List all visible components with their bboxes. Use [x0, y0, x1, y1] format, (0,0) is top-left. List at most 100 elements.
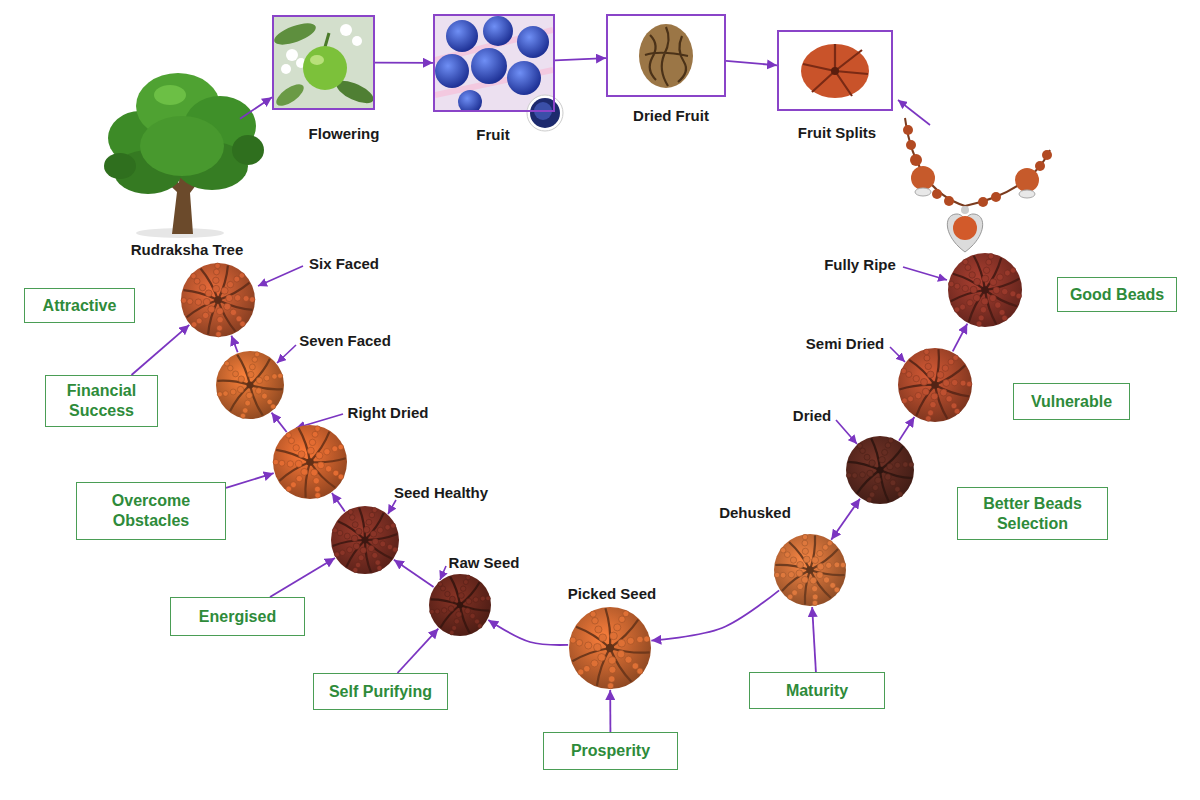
bead-outline: [568, 606, 652, 690]
bead-bump: [181, 298, 187, 304]
bead-bump: [355, 562, 360, 567]
bead-bump: [982, 275, 989, 282]
flow-arrow: [240, 97, 272, 119]
bead-groove: [310, 462, 335, 488]
bead-bump: [216, 308, 223, 315]
bead-bump: [287, 461, 293, 467]
bead-bump: [454, 619, 459, 624]
bead-bump: [441, 586, 446, 591]
bead-bump: [1010, 268, 1016, 274]
bead-bump: [240, 321, 246, 327]
bead-outline: [272, 424, 348, 500]
bead-bump: [191, 273, 197, 279]
bead-bump: [465, 608, 471, 614]
bead-bump: [390, 523, 395, 528]
bead-bump: [823, 577, 829, 583]
bead-bump: [449, 630, 454, 635]
bead-groove: [810, 570, 845, 575]
bead-groove: [935, 385, 947, 419]
bead-bump: [344, 533, 350, 539]
image-frame: Fruit: [433, 14, 555, 112]
bead-bump: [473, 597, 478, 602]
bead-bump: [237, 386, 243, 392]
bead-centre: [457, 602, 463, 608]
bead-bump: [279, 460, 285, 466]
bead-bump: [460, 586, 465, 591]
bead-bump: [595, 626, 602, 633]
bead-bump: [627, 637, 634, 644]
leader-arrow: [258, 266, 303, 286]
bead-groove: [935, 349, 939, 385]
split-bead: [801, 44, 869, 98]
bead-bump: [332, 446, 338, 452]
bead-bump: [311, 469, 318, 476]
box-text: Better Beads Selection: [964, 494, 1101, 534]
bead-bump: [230, 389, 236, 395]
node-label: Fruit Splits: [798, 124, 876, 141]
bead-bump: [334, 552, 339, 557]
bead-bump: [895, 486, 900, 491]
bead-bump: [1002, 315, 1008, 321]
bead-groove: [431, 599, 460, 605]
bead-groove: [775, 565, 810, 570]
bead-body: [948, 253, 1022, 327]
leader-arrow: [277, 345, 296, 363]
bead-bump: [208, 306, 215, 313]
bead-bump: [1016, 293, 1022, 299]
bead-bump: [816, 572, 823, 579]
bead-bump: [245, 400, 251, 406]
bead-bump: [908, 462, 913, 467]
bead-bump: [921, 378, 928, 385]
bead-bump: [191, 322, 197, 328]
pendant-bead: [953, 216, 977, 240]
bead-node: Right Dried: [272, 424, 348, 500]
bead-bump: [644, 636, 650, 642]
bead-bump: [228, 365, 233, 370]
bead-bump: [240, 413, 245, 418]
bead-bump: [902, 398, 908, 404]
bead-bump: [834, 587, 839, 592]
bead-bump: [317, 462, 324, 469]
bead-bump: [1010, 291, 1016, 297]
bead-bump: [217, 325, 223, 331]
bead-bump: [931, 393, 938, 400]
bead-bump: [380, 541, 386, 547]
bead-bump: [827, 541, 832, 546]
node-label: Fully Ripe: [824, 256, 896, 273]
bead-bump: [255, 388, 261, 394]
benefit-box: Attractive: [24, 288, 135, 323]
node-label: Right Dried: [348, 404, 429, 421]
bead-bump: [888, 438, 893, 443]
bead-bump: [846, 473, 851, 478]
bead-bump: [812, 600, 817, 605]
flower: [281, 64, 291, 74]
bead-groove: [985, 279, 1019, 290]
bead-bump: [607, 683, 613, 689]
bead-bump: [802, 548, 808, 554]
bead-bump: [239, 273, 245, 279]
flow-arrow: [270, 558, 335, 597]
bead-bump: [307, 447, 314, 454]
green-fruit: [303, 46, 347, 90]
image-frame: Flowering: [272, 15, 375, 110]
bead-bump: [875, 477, 881, 483]
small-bead: [944, 196, 954, 206]
bead-groove: [810, 535, 815, 570]
bead-bump: [978, 315, 984, 321]
flow-arrow: [555, 58, 606, 60]
leader-arrows: [258, 100, 947, 580]
bead-groove: [208, 300, 218, 335]
bead-groove: [610, 648, 650, 653]
bead-groove: [935, 385, 969, 396]
bead-bump: [852, 473, 857, 478]
bead-groove: [310, 458, 346, 462]
bead-bump: [879, 457, 885, 463]
flowering-photo: [272, 17, 377, 110]
bead-bump: [477, 624, 482, 629]
fruit-cut: [530, 98, 560, 128]
bead-bump: [962, 285, 968, 291]
fruit-highlight: [310, 55, 324, 65]
blue-fruit: [435, 54, 469, 88]
bead-bump: [1004, 270, 1010, 276]
bead-bump: [983, 267, 989, 273]
